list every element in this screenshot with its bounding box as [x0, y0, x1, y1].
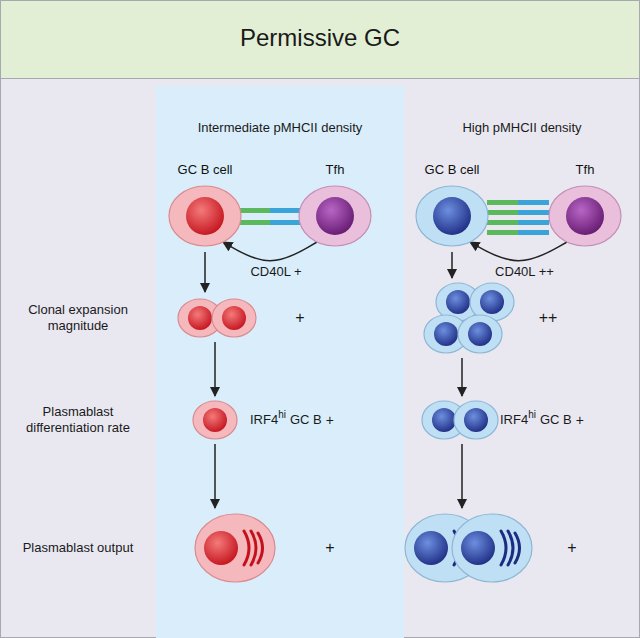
title-band [1, 1, 640, 79]
row-label: Plasmablast differentiation rate [13, 404, 143, 436]
title: Permissive GC [0, 24, 640, 52]
flow-arrows [205, 252, 462, 508]
row-label: Clonal expansion magnitude [13, 302, 143, 334]
cell-icon [157, 178, 253, 250]
cell-icon [537, 178, 633, 250]
signal-arrow [470, 242, 567, 261]
annotation: + [295, 310, 304, 326]
signal-arrow [223, 242, 317, 261]
edge-label: CD40L ++ [495, 264, 554, 280]
cell-icon [404, 178, 500, 250]
annotation: + [576, 412, 584, 428]
annotation: hi [278, 409, 286, 421]
annotation: ++ [539, 310, 558, 326]
cell-node: GC B cell [157, 162, 253, 250]
cell-label: Tfh [537, 162, 633, 178]
cell-illustrations [178, 283, 532, 582]
receptor-bars [240, 200, 549, 235]
annotation: IRF4 [250, 412, 278, 428]
annotation: hi [528, 409, 536, 421]
row-label: Plasmablast output [13, 540, 143, 556]
annotation: GC B [290, 412, 322, 428]
cell-node: Tfh [537, 162, 633, 250]
annotation: High pMHCII density [462, 120, 581, 136]
cell-label: Tfh [287, 162, 383, 178]
annotation: GC B [540, 412, 572, 428]
annotation: + [326, 412, 334, 428]
annotation: + [567, 540, 576, 556]
cell-node: Tfh [287, 162, 383, 250]
annotation: IRF4 [500, 412, 528, 428]
cell-label: GC B cell [157, 162, 253, 178]
column-highlight [156, 86, 404, 638]
cell-node: GC B cell [404, 162, 500, 250]
annotation: + [325, 540, 334, 556]
edge-label: CD40L + [250, 264, 301, 280]
cell-icon [287, 178, 383, 250]
cell-label: GC B cell [404, 162, 500, 178]
annotation: Intermediate pMHCII density [198, 120, 363, 136]
